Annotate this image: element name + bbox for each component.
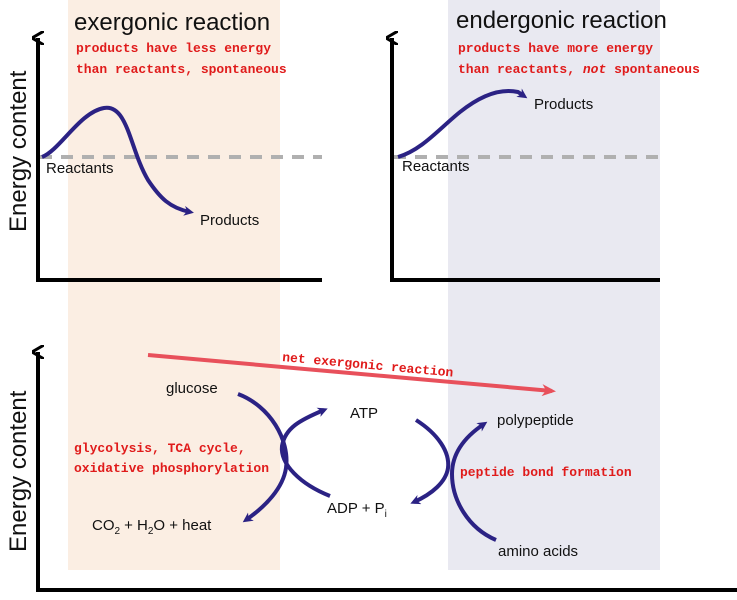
endergonic-note-line1: products have more energy [458,41,653,56]
glucose-breakdown-arrow [237,392,289,523]
exergonic-energy-curve [41,105,194,216]
endergonic-products-label: Products [534,96,593,113]
endergonic-note-line2: than reactants, not spontaneous [458,62,700,77]
co2-h2o-heat-label: CO2+ H2O + heat [92,517,212,537]
exergonic-plot: exergonic reaction products have less en… [36,9,322,282]
heat-text: O + heat [153,517,212,534]
h2o-subscript: 2 [148,526,154,537]
adp-pi-label: ADP + Pi [327,500,387,520]
endergonic-note-pre: than reactants, [458,62,575,77]
exergonic-note-line2: than reactants, spontaneous [76,62,287,77]
endergonic-title: endergonic reaction [456,7,667,34]
atp-formation-arrow [279,407,331,498]
atp-hydrolysis-arrow [410,418,451,505]
coupling-plot: Energy content net exergonic reaction gl… [5,350,737,592]
catabolism-label-line1: glycolysis, TCA cycle, [74,441,246,456]
endergonic-energy-curve [397,88,528,159]
top-y-axis-label: Energy content [5,70,32,232]
exergonic-reactants-label: Reactants [46,160,114,177]
catabolism-label-line2: oxidative phosphorylation [74,461,269,476]
bottom-y-axis-label: Energy content [5,390,32,552]
adp-text: ADP + P [327,500,385,517]
endergonic-note-em: not [583,62,606,77]
endergonic-band [448,0,660,570]
glucose-label: glucose [166,380,218,397]
atp-label: ATP [350,405,378,422]
exergonic-products-label: Products [200,212,259,229]
exergonic-title: exergonic reaction [74,9,270,36]
amino-acids-label: amino acids [498,543,578,560]
co2-text: CO [92,517,115,534]
polypeptide-label: polypeptide [497,412,574,429]
amino-acid-assembly-arrow [449,421,497,542]
h2o-text: + H [124,517,148,534]
pi-subscript: i [385,509,387,520]
exergonic-band [68,0,280,570]
co2-subscript: 2 [115,526,121,537]
net-reaction-arrow [147,353,556,397]
endergonic-note-post: spontaneous [614,62,700,77]
endergonic-plot: endergonic reaction products have more e… [390,7,700,282]
exergonic-note-line1: products have less energy [76,41,271,56]
endergonic-reactants-label: Reactants [402,158,470,175]
anabolism-label: peptide bond formation [460,465,632,480]
